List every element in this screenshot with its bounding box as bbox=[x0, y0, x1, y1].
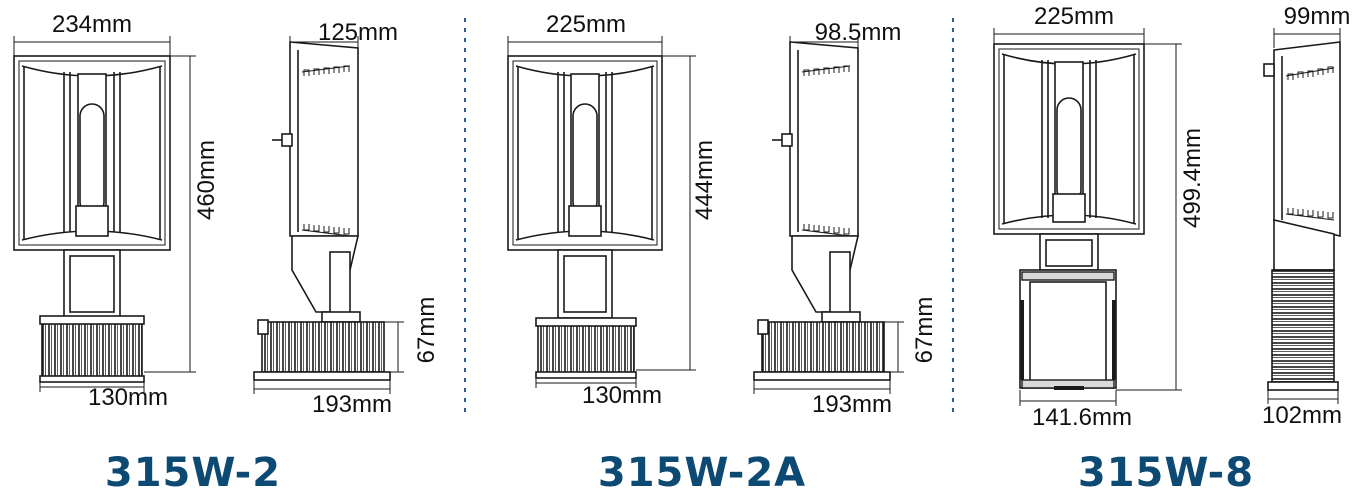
product-1-side-base: 193mm bbox=[312, 391, 392, 418]
product-1-side-driver-height: 67mm bbox=[413, 297, 440, 364]
product-1-side-width: 125mm bbox=[318, 19, 398, 46]
product-3-side-dims bbox=[1267, 28, 1341, 404]
product-1-front-width: 234mm bbox=[52, 11, 132, 38]
product-2-front-width: 225mm bbox=[546, 11, 626, 38]
product-3-front-base: 141.6mm bbox=[1032, 404, 1132, 431]
product-1-front-dims bbox=[13, 36, 196, 392]
product-2-front-height: 444mm bbox=[691, 140, 718, 220]
product-2-front-view bbox=[507, 55, 663, 379]
product-1-front-height: 460mm bbox=[193, 140, 220, 220]
product-2-front-base: 130mm bbox=[582, 382, 662, 409]
product-2-side-dims bbox=[753, 36, 904, 394]
product-1-front-base: 130mm bbox=[88, 384, 168, 411]
product-1-side-view bbox=[253, 41, 391, 381]
product-1-side-dims bbox=[253, 36, 404, 394]
product-1-front-view bbox=[13, 55, 171, 383]
product-2-side-width: 98.5mm bbox=[815, 19, 902, 46]
product-3-side-width: 99mm bbox=[1284, 3, 1351, 30]
product-2-side-base: 193mm bbox=[812, 391, 892, 418]
product-2-model: 315W-2A bbox=[598, 450, 806, 496]
product-3-front-dims bbox=[993, 28, 1182, 406]
product-3-front-height: 499.4mm bbox=[1179, 128, 1206, 228]
product-2-side-driver-height: 67mm bbox=[911, 297, 938, 364]
product-3-model: 315W-8 bbox=[1078, 450, 1254, 496]
product-3-front-view bbox=[993, 43, 1145, 390]
product-1-model: 315W-2 bbox=[105, 450, 281, 496]
product-3-side-view bbox=[1263, 41, 1341, 391]
product-3-side-base: 102mm bbox=[1262, 402, 1342, 429]
product-2-side-view bbox=[753, 41, 891, 381]
product-3-front-width: 225mm bbox=[1034, 3, 1114, 30]
product-2-front-dims bbox=[507, 36, 696, 388]
